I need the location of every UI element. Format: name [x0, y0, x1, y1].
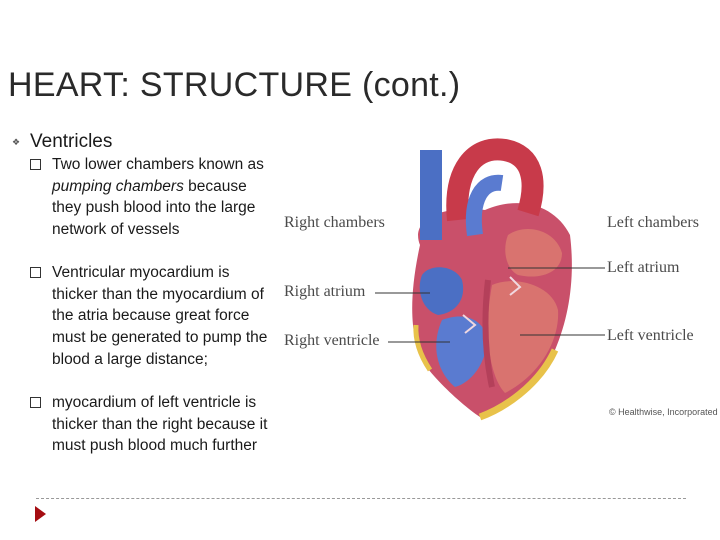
left-atrium: [505, 229, 562, 277]
fat-layer: [478, 348, 559, 421]
slide-title: HEART: STRUCTURE (cont.): [8, 66, 461, 104]
square-bullet-icon: [30, 397, 41, 408]
sub-bullet-item: Two lower chambers known as pumping cham…: [30, 154, 268, 241]
vena-cava: [420, 150, 442, 240]
square-bullet-icon: [30, 267, 41, 278]
right-ventricle: [436, 316, 487, 387]
sub-bullet-text: myocardium of left ventricle is thicker …: [52, 394, 268, 455]
diamond-bullet-icon: ❖: [12, 136, 21, 147]
label-right-ventricle: Right ventricle: [284, 332, 380, 349]
bullet-ventricles-label: Ventricles: [30, 131, 113, 152]
septum: [482, 279, 495, 388]
sub-bullet-text: Ventricular myocardium is thicker than t…: [52, 264, 268, 368]
right-atrium: [419, 267, 464, 315]
image-copyright: © Healthwise, Incorporated: [609, 407, 718, 417]
heart-illustration: [375, 138, 605, 421]
valve: [462, 314, 477, 334]
fat-layer-left: [413, 324, 433, 372]
aorta: [446, 138, 544, 222]
left-ventricle: [487, 281, 559, 393]
valve: [509, 276, 522, 296]
sub-bullet-item: myocardium of left ventricle is thicker …: [30, 392, 268, 457]
label-right-chambers: Right chambers: [284, 214, 385, 231]
sub-bullet-text: Two lower chambers known as pumping cham…: [52, 156, 264, 239]
label-left-chambers: Left chambers: [607, 214, 699, 231]
bullet-ventricles: ❖ Ventricles: [12, 131, 112, 153]
pulmonary-artery: [465, 174, 504, 237]
sub-bullet-item: Ventricular myocardium is thicker than t…: [30, 262, 268, 371]
label-left-atrium: Left atrium: [607, 259, 680, 276]
heart-diagram: Right chambers Left chambers Right atriu…: [270, 125, 720, 425]
play-triangle-icon[interactable]: [35, 506, 46, 522]
label-right-atrium: Right atrium: [284, 283, 366, 300]
footer-divider: [36, 498, 686, 499]
label-left-ventricle: Left ventricle: [607, 327, 694, 344]
square-bullet-icon: [30, 159, 41, 170]
